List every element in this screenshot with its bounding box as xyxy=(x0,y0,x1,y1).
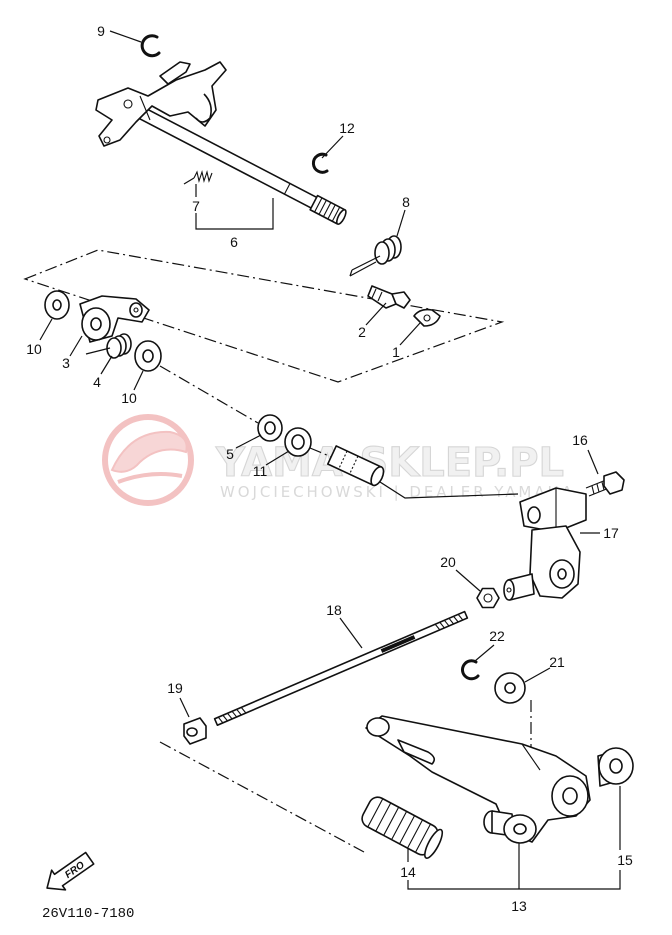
callout-labels: 9 12 7 6 8 2 1 10 3 4 10 5 11 16 17 20 1… xyxy=(26,23,633,914)
bolt-16 xyxy=(585,471,625,497)
callout-12: 12 xyxy=(339,120,355,136)
spring-4 xyxy=(85,333,132,359)
shift-pedal xyxy=(365,715,591,843)
callout-11: 11 xyxy=(253,463,268,479)
callout-1: 1 xyxy=(392,344,400,360)
leader-lines xyxy=(39,30,621,890)
callout-15: 15 xyxy=(617,852,633,868)
bolt-2 xyxy=(367,285,411,309)
circlip-22 xyxy=(460,659,480,681)
callout-5: 5 xyxy=(226,446,234,462)
callout-8: 8 xyxy=(402,194,410,210)
front-arrow-icon: FRO xyxy=(46,851,95,891)
nut-19 xyxy=(183,717,207,745)
spring-8 xyxy=(349,235,402,277)
callout-9: 9 xyxy=(97,23,105,39)
joint-13 xyxy=(483,810,537,844)
callout-17: 17 xyxy=(603,525,619,541)
shift-arm xyxy=(95,61,227,147)
axis-line-lower xyxy=(159,741,365,853)
washer-11 xyxy=(284,427,312,457)
callout-6: 6 xyxy=(230,234,238,250)
washer-10-left xyxy=(44,290,70,320)
washer-10-right xyxy=(134,340,162,372)
callout-13: 13 xyxy=(511,898,527,914)
callout-22: 22 xyxy=(489,628,505,644)
callout-7: 7 xyxy=(192,198,200,214)
washer-5 xyxy=(257,414,283,442)
lever-3 xyxy=(79,295,150,343)
callout-18: 18 xyxy=(326,602,342,618)
washer-21 xyxy=(494,672,526,704)
watermark-title: YAMA-SKLEP.PL xyxy=(215,440,564,486)
callout-2: 2 xyxy=(358,324,366,340)
pedal-rubber-14 xyxy=(361,796,444,859)
callout-16: 16 xyxy=(572,432,588,448)
callout-19: 19 xyxy=(167,680,183,696)
spring-7 xyxy=(183,169,213,185)
diagram-code: 26V110-7180 xyxy=(42,906,134,922)
watermark-logo xyxy=(102,414,194,506)
callout-14: 14 xyxy=(400,864,416,880)
callout-4: 4 xyxy=(93,374,101,390)
callout-10-left: 10 xyxy=(26,341,42,357)
plate-1 xyxy=(413,308,441,327)
assembly-outline-upper xyxy=(23,249,505,383)
callout-10-right: 10 xyxy=(121,390,137,406)
nut-20 xyxy=(476,587,500,609)
callout-20: 20 xyxy=(440,554,456,570)
sleeve xyxy=(326,445,385,487)
joint-15 xyxy=(597,747,634,787)
shift-rod-18 xyxy=(213,610,469,727)
axis-line-sleeve xyxy=(309,447,335,459)
callout-3: 3 xyxy=(62,355,70,371)
callout-21: 21 xyxy=(549,654,565,670)
axis-line-washers xyxy=(159,365,259,424)
joint-17 xyxy=(503,487,587,601)
circlip-12 xyxy=(311,152,329,174)
link-line-joint xyxy=(379,481,519,499)
circlip-9 xyxy=(140,34,161,58)
